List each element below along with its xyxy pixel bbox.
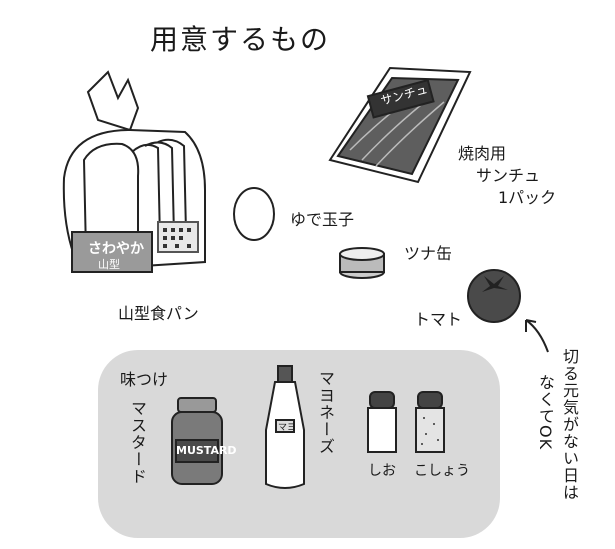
mustard-jar-image [171, 397, 223, 485]
tomato-label: トマト [414, 310, 463, 329]
pepper-shaker-image [415, 391, 445, 453]
arrow-icon [525, 319, 549, 353]
mayo-bottle-text: マヨ [278, 423, 297, 433]
tuna-can-image [339, 247, 385, 279]
tuna-label: ツナ缶 [404, 244, 453, 263]
mustard-jar-text: MUSTARD [176, 444, 237, 457]
lettuce-label-line2: サンチュ [476, 166, 541, 185]
note-col2: なくてOK [536, 374, 555, 451]
page-title: 用意するもの [150, 23, 331, 56]
salt-label: しお [368, 463, 396, 479]
bread-bag-brand: さわやか [88, 241, 144, 257]
mayo-bottle-image [265, 365, 305, 489]
mayo-label: マヨネーズ [316, 370, 335, 455]
lettuce-label-line1: 焼肉用 [458, 144, 507, 163]
lettuce-label-line3: 1パック [498, 188, 557, 207]
tomato-image [467, 269, 521, 323]
bread-bag-type: 山型 [98, 258, 120, 271]
note-col1: 切る元気がない日は [560, 348, 579, 501]
lettuce-pack-image [328, 66, 472, 184]
seasoning-heading: 味つけ [120, 370, 169, 389]
mustard-label: マスタード [128, 400, 147, 485]
bread-label: 山型食パン [118, 304, 199, 323]
salt-shaker-image [367, 391, 397, 453]
egg-image [233, 187, 275, 241]
pepper-label: こしょう [414, 463, 470, 479]
egg-label: ゆで玉子 [290, 210, 355, 229]
bread-bag-image [62, 70, 206, 273]
